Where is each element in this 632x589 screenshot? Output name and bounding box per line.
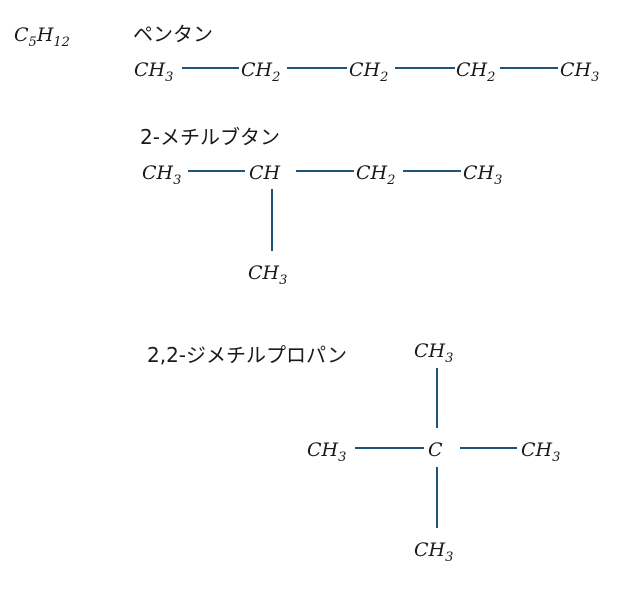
atom-group: CH2 (241, 59, 280, 85)
atom-group: C (428, 439, 443, 461)
atom-group: CH2 (456, 59, 495, 85)
atom-group: CH3 (521, 439, 560, 465)
formula-h-count: 12 (53, 35, 70, 50)
atom-group: CH2 (356, 162, 395, 188)
atom-group: CH3 (560, 59, 599, 85)
atom-group: CH3 (414, 539, 453, 565)
formula-c-count: 5 (29, 35, 37, 50)
atom-group: CH2 (349, 59, 388, 85)
isomer-pentane: ペンタン CH3 CH2 CH2 CH2 CH3 (133, 22, 599, 85)
atom-group: CH3 (307, 439, 346, 465)
isomer-name: 2-メチルブタン (140, 125, 280, 149)
molecular-formula: C5H12 (14, 24, 70, 50)
isomer-2-2-dimethylpropane: 2,2-ジメチルプロパン CH3 CH3 C CH3 CH3 (147, 340, 560, 565)
atom-group: CH (249, 162, 281, 184)
formula-h: H (36, 24, 54, 46)
isomer-name: 2,2-ジメチルプロパン (147, 343, 347, 367)
atom-group: CH3 (414, 340, 453, 366)
isomer-2-methylbutane: 2-メチルブタン CH3 CH CH2 CH3 CH3 (140, 125, 502, 288)
atom-group: CH3 (142, 162, 181, 188)
formula-c: C (14, 24, 29, 46)
atom-group: CH3 (248, 262, 287, 288)
atom-group: CH3 (134, 59, 173, 85)
isomer-name: ペンタン (133, 22, 213, 46)
atom-group: CH3 (463, 162, 502, 188)
